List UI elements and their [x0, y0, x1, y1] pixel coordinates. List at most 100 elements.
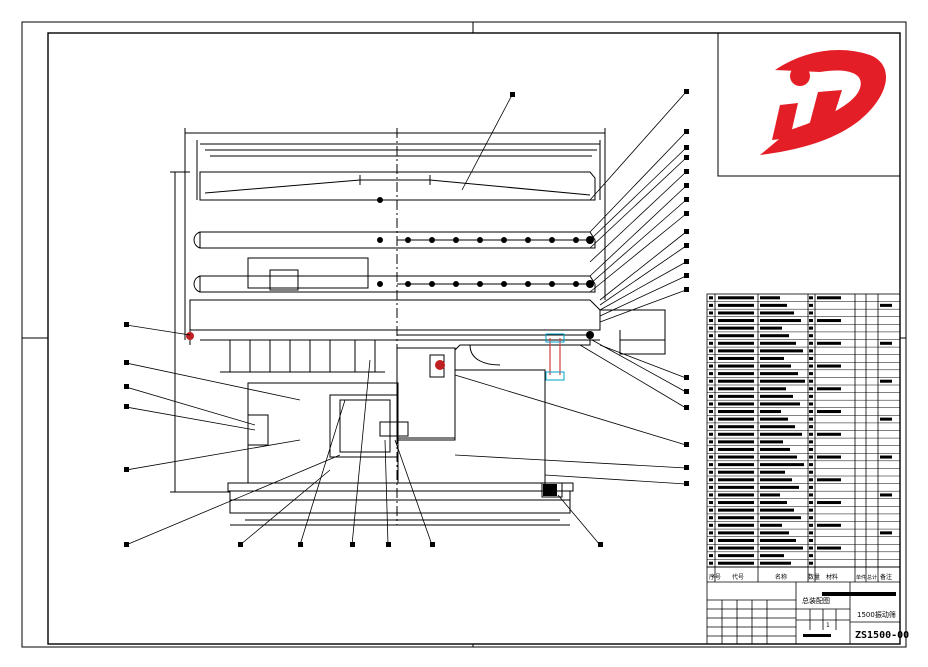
bom-cell-text: [809, 372, 813, 376]
bom-cell-text: [809, 432, 813, 436]
bom-cell-text: [760, 372, 798, 376]
bom-cell-text: [760, 455, 797, 459]
bom-cell-text: [718, 478, 754, 482]
bom-cell-text: [709, 501, 713, 505]
bom-cell-text: [760, 303, 787, 307]
bom-cell-text: [880, 493, 892, 497]
bom-cell-text: [760, 447, 790, 451]
bom-cell-text: [809, 470, 813, 474]
bom-cell-text: [709, 447, 713, 451]
bom-cell-text: [760, 493, 780, 497]
bom-cell-text: [718, 372, 754, 376]
bom-cell-text: [709, 334, 713, 338]
bom-cell-text: [760, 561, 791, 565]
bom-cell-text: [760, 356, 784, 360]
bom-cell-text: [718, 326, 754, 330]
bom-cell-text: [709, 538, 713, 542]
bom-cell-text: [809, 311, 813, 315]
bom-cell-text: [760, 501, 787, 505]
bom-header-material: 材料: [826, 573, 838, 581]
bom-cell-text: [709, 546, 713, 550]
scale-value: 1: [826, 622, 830, 629]
bom-cell-text: [809, 341, 813, 345]
bom-cell-text: [809, 501, 813, 505]
bom-cell-text: [718, 341, 754, 345]
bom-cell-text: [709, 470, 713, 474]
bom-cell-text: [709, 356, 713, 360]
bom-cell-text: [718, 387, 754, 391]
bom-cell-text: [809, 516, 813, 520]
bom-cell-text: [718, 501, 754, 505]
bom-cell-text: [760, 546, 803, 550]
bom-cell-text: [809, 455, 813, 459]
bom-cell-text: [880, 531, 892, 535]
bom-cell-text: [709, 478, 713, 482]
bom-cell-text: [709, 493, 713, 497]
bom-cell-text: [809, 296, 813, 300]
bom-cell-text: [709, 425, 713, 429]
bom-cell-text: [709, 417, 713, 421]
bom-cell-text: [760, 402, 800, 406]
bom-cell-text: [880, 379, 892, 383]
bom-cell-text: [718, 523, 754, 527]
bom-header-unit: 单件: [856, 574, 866, 581]
bom-header-name: 名称: [775, 573, 787, 581]
bom-cell-text: [817, 501, 841, 505]
bom-cell-text: [809, 561, 813, 565]
bom-cell-text: [718, 303, 754, 307]
bom-cell-text: [718, 531, 754, 535]
bom-cell-text: [760, 516, 801, 520]
bom-cell-text: [718, 356, 754, 360]
bom-cell-text: [760, 425, 795, 429]
bom-cell-text: [760, 319, 801, 323]
bom-cell-text: [880, 303, 892, 307]
bom-cell-text: [880, 455, 892, 459]
bom-cell-text: [718, 296, 754, 300]
bom-cell-text: [760, 334, 789, 338]
bom-cell-text: [809, 319, 813, 323]
bom-cell-text: [760, 349, 803, 353]
bom-cell-text: [817, 523, 841, 527]
bom-cell-text: [760, 326, 782, 330]
bom-cell-text: [709, 311, 713, 315]
red-center-shaft: [545, 333, 565, 381]
bom-cell-text: [760, 432, 802, 436]
bom-cell-text: [809, 508, 813, 512]
bom-cell-text: [718, 410, 754, 414]
bom-cell-text: [817, 364, 841, 368]
machine-elevation: [170, 128, 666, 526]
bom-header-qty: 数量: [808, 573, 820, 581]
bom-cell-text: [718, 470, 754, 474]
bom-cell-text: [809, 417, 813, 421]
bom-cell-text: [709, 455, 713, 459]
bom-cell-text: [880, 341, 892, 345]
bom-cell-text: [809, 387, 813, 391]
logo-box: [717, 32, 901, 177]
bom-cell-text: [718, 432, 754, 436]
bom-cell-text: [709, 561, 713, 565]
bom-cell-text: [760, 485, 799, 489]
bom-cell-text: [709, 554, 713, 558]
bom-cell-text: [709, 296, 713, 300]
bom-header-code: 代号: [732, 573, 744, 581]
bom-cell-text: [709, 364, 713, 368]
bom-cell-text: [760, 311, 794, 315]
bom-cell-text: [817, 341, 841, 345]
bom-cell-text: [760, 554, 784, 558]
bom-cell-text: [809, 303, 813, 307]
bom-cell-text: [709, 326, 713, 330]
bom-cell-text: [718, 364, 754, 368]
bom-cell-text: [718, 508, 754, 512]
bom-header-seq: 序号: [709, 573, 721, 581]
bom-cell-text: [760, 417, 788, 421]
bom-cell-text: [809, 531, 813, 535]
bom-cell-text: [718, 493, 754, 497]
bom-cell-text: [709, 402, 713, 406]
bom-cell-text: [809, 546, 813, 550]
bom-cell-text: [718, 402, 754, 406]
bom-cell-text: [709, 463, 713, 467]
bom-cell-text: [760, 470, 785, 474]
bom-cell-text: [809, 410, 813, 414]
bom-cell-text: [718, 546, 754, 550]
